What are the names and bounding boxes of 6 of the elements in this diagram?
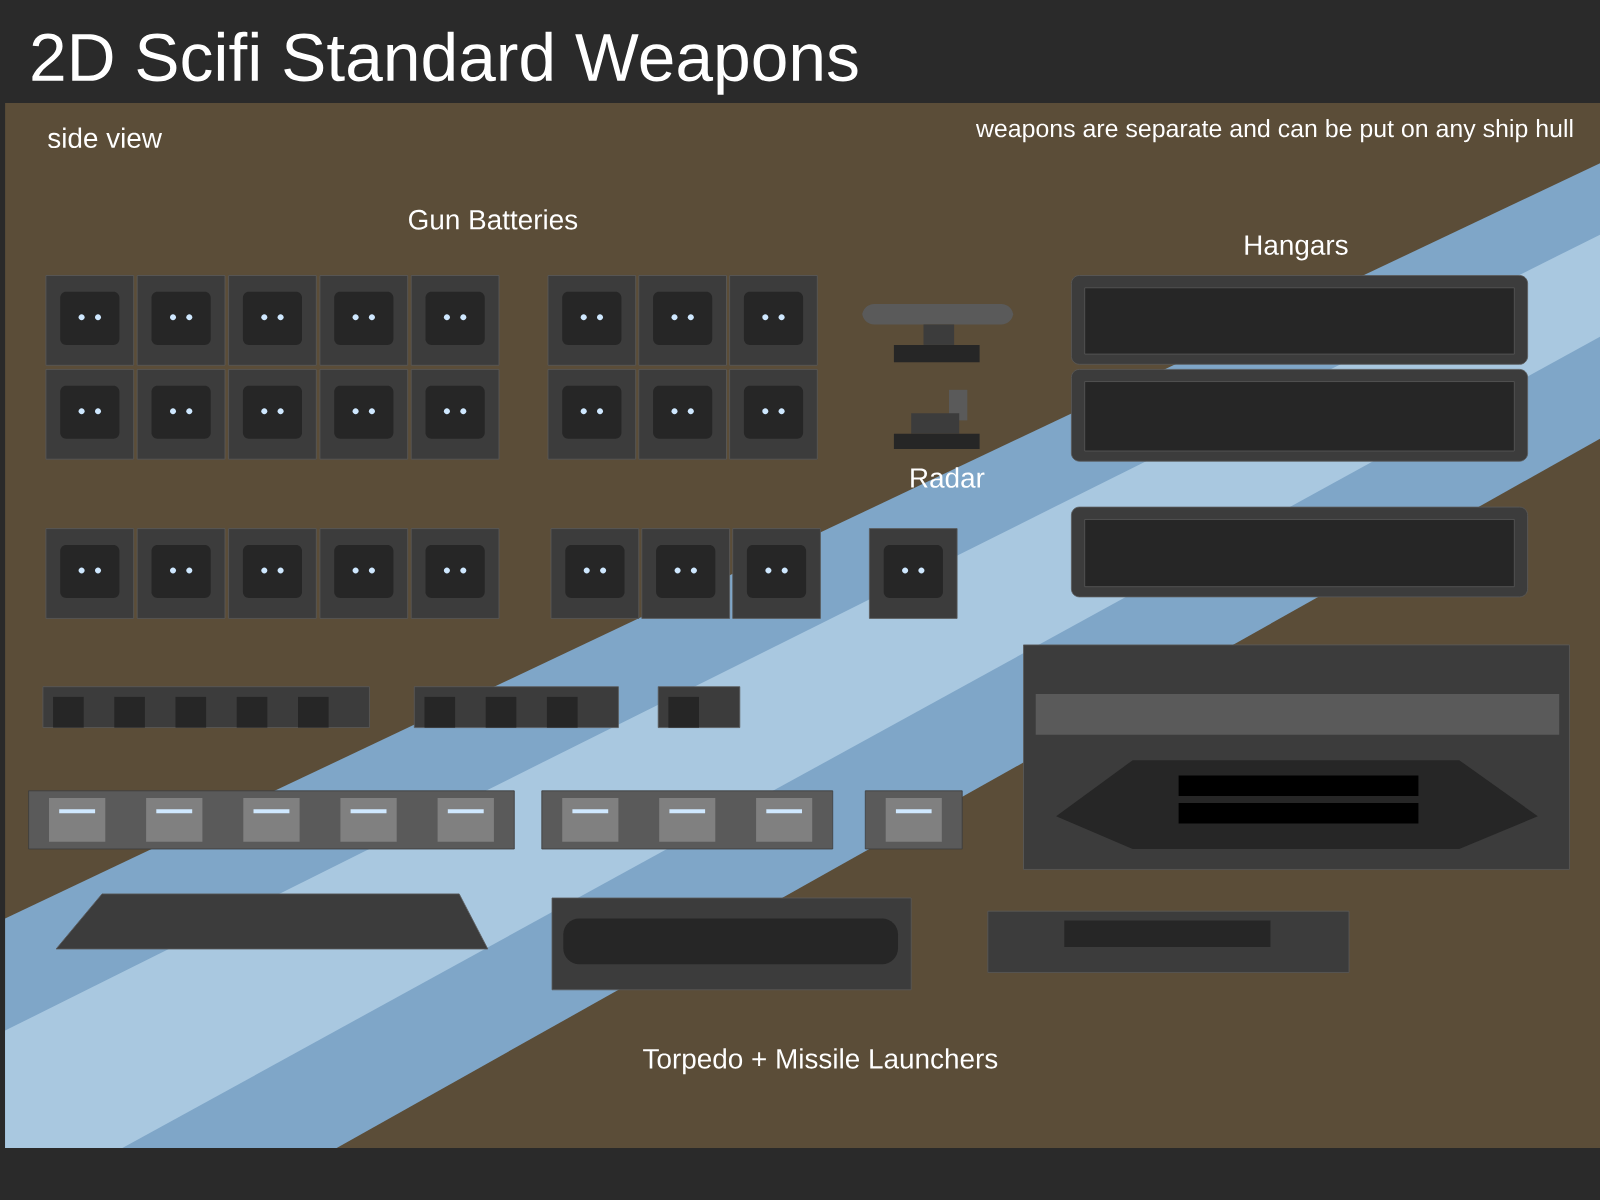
- label: weapons are separate and can be put on any ship hull: [975, 118, 1573, 143]
- label: side view: [48, 127, 163, 149]
- label: Hangars: [1245, 235, 1348, 261]
- title: 2D Scifi Standard Weapons: [32, 31, 858, 95]
- label: Torpedo + Missile Launchers: [643, 1048, 998, 1075]
- label: Gun Batteries: [409, 209, 578, 230]
